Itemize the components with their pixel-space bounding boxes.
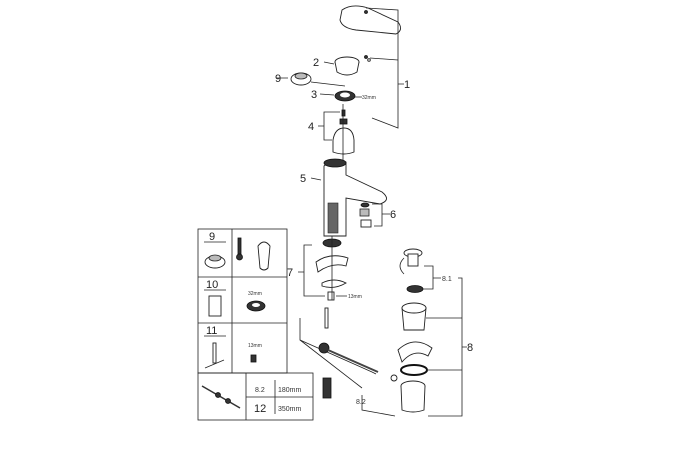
leader-lines-1 (365, 7, 404, 129)
rod-part-8-2: 8.2 (255, 387, 265, 394)
fixing-set (315, 236, 349, 301)
rod-length-350mm: 350mm (278, 406, 302, 413)
spare-parts-inset (197, 228, 314, 421)
callout-3: 3 (311, 89, 317, 101)
rod-length-180mm: 180mm (278, 387, 302, 394)
mixer-body (323, 158, 387, 237)
callout-7: 7 (287, 267, 293, 279)
leaders-7 (298, 244, 347, 297)
leader-5 (310, 177, 322, 181)
leaders-2-9 (276, 61, 346, 87)
pop-up-waste (397, 248, 433, 413)
callout-5: 5 (300, 173, 306, 185)
callout-9: 9 (275, 73, 281, 85)
callout-4: 4 (308, 121, 314, 133)
lever-handle (339, 5, 401, 62)
callout-8-1: 8.1 (442, 276, 452, 283)
aerator-set (359, 202, 372, 228)
leaders-4 (318, 104, 344, 165)
cover-cap (334, 56, 360, 76)
callout-8-2: 8.2 (356, 399, 366, 406)
rod-part-12: 12 (254, 403, 266, 415)
callout-1: 1 (404, 79, 410, 91)
nut-size-label: 13mm (348, 294, 362, 300)
threaded-ring (334, 90, 356, 102)
leaders-6 (372, 203, 390, 227)
callout-6: 6 (390, 209, 396, 221)
leaders-3 (319, 93, 362, 98)
inset-number-10: 10 (206, 279, 218, 291)
cartridge (332, 109, 355, 155)
leaders-8 (423, 265, 467, 417)
inset-size-32mm: 32mm (248, 291, 262, 297)
ring-size-label: 32mm (362, 95, 376, 101)
temperature-limiter (290, 72, 312, 86)
callout-8: 8 (467, 342, 473, 354)
leaders-8-2 (299, 318, 396, 417)
pop-up-rod-linkage (299, 307, 398, 399)
inset-number-9: 9 (209, 231, 215, 243)
inset-size-13mm: 13mm (248, 343, 262, 349)
callout-2: 2 (313, 57, 319, 69)
inset-number-11: 11 (206, 325, 217, 337)
